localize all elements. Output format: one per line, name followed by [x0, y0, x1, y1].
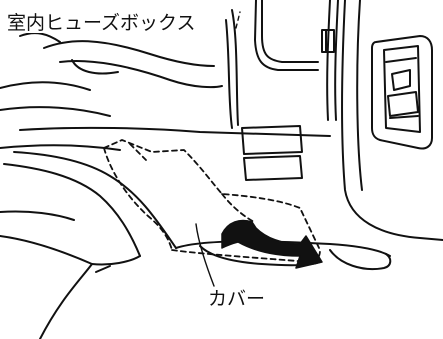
- leader-lines: [195, 11, 241, 287]
- switch-housing: [371, 35, 433, 150]
- vent-slots: [241, 125, 303, 181]
- dashboard-body: [225, 0, 443, 241]
- cover-panel: [103, 139, 321, 263]
- steering-column: [0, 32, 223, 117]
- arrow-icon: [221, 219, 323, 269]
- knob-icon: [321, 29, 335, 53]
- lower-dash-edge: [0, 126, 331, 221]
- knee-panel: [0, 151, 391, 339]
- fuse-box-label: 室内ヒューズボックス: [6, 12, 197, 34]
- cover-label: カバー: [207, 288, 267, 310]
